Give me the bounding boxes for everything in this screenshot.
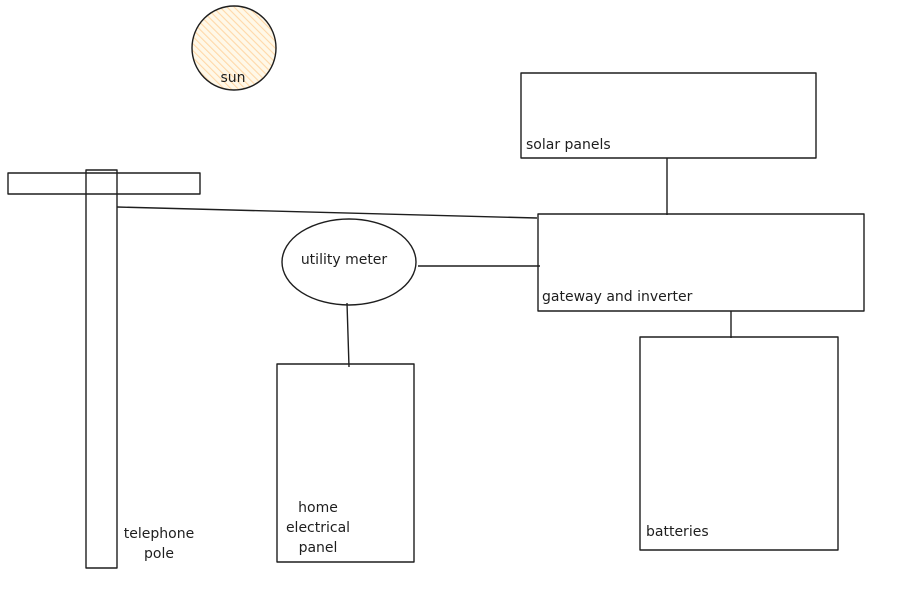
gateway-label: gateway and inverter bbox=[542, 289, 693, 305]
telephone-pole-node[interactable]: telephone pole bbox=[7, 169, 201, 569]
batteries-node[interactable]: batteries bbox=[639, 336, 839, 551]
solar-panels-label: solar panels bbox=[526, 137, 611, 153]
home-panel-label-line3: panel bbox=[299, 540, 338, 556]
gateway-rect bbox=[537, 213, 865, 312]
home-panel-label-line2: electrical bbox=[286, 520, 350, 536]
sun-label: sun bbox=[220, 70, 245, 86]
pole-crossbar bbox=[7, 172, 201, 195]
meter-to-panel-line bbox=[346, 302, 350, 368]
home-panel-label-line1: home bbox=[298, 500, 338, 516]
pole-post bbox=[85, 169, 118, 569]
home-panel-rect bbox=[276, 363, 415, 563]
batteries-rect bbox=[639, 336, 839, 551]
pole-to-gateway-line bbox=[116, 206, 538, 219]
sun-node[interactable]: sun bbox=[191, 5, 277, 91]
utility-meter-ellipse bbox=[281, 218, 417, 306]
utility-meter-label: utility meter bbox=[301, 252, 388, 268]
pole-label-line2: pole bbox=[144, 546, 174, 562]
home-panel-node[interactable]: home electrical panel bbox=[276, 363, 415, 563]
sun-icon bbox=[191, 5, 277, 91]
utility-meter-node[interactable]: utility meter bbox=[281, 218, 417, 306]
pole-label-line1: telephone bbox=[124, 526, 194, 542]
batteries-label: batteries bbox=[646, 524, 709, 540]
solar-panels-rect bbox=[520, 72, 817, 159]
gateway-node[interactable]: gateway and inverter bbox=[537, 213, 865, 312]
solar-panels-node[interactable]: solar panels bbox=[520, 72, 817, 159]
